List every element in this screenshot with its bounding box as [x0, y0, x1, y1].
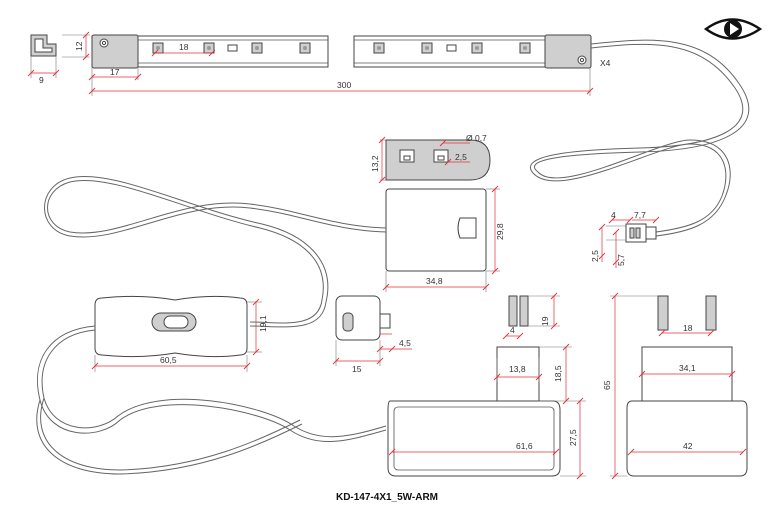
quantity-label: X4 [600, 58, 611, 68]
strip-length-label: 300 [337, 80, 351, 90]
neck-width-label: 13,8 [509, 364, 526, 374]
front-neck-width-label: 34,1 [679, 363, 696, 373]
led-chip [373, 42, 385, 54]
power-adapter-front [610, 292, 748, 480]
led-pitch-label: 18 [179, 42, 189, 52]
hole-diameter-label: Ø 0,7 [466, 133, 487, 143]
connector-block [378, 136, 491, 184]
cap-width-label: 15 [352, 364, 362, 374]
led-chip [299, 42, 311, 54]
neck-height-label: 18,5 [553, 365, 563, 382]
product-code-title: KD-147-4X1_5W-ARM [336, 492, 438, 503]
led-chip [152, 42, 164, 54]
junction-box [382, 185, 500, 292]
cap-tab-label: 4,5 [399, 338, 411, 348]
cap-length-label: 17 [110, 67, 120, 77]
plug-top-a-label: 4 [611, 210, 616, 220]
end-cap [332, 295, 412, 366]
led-chip [421, 42, 433, 54]
plug-top-b-label: 7,7 [634, 210, 646, 220]
led-chip [471, 42, 483, 54]
eye-play-icon [703, 18, 763, 40]
pin-width-label: 4 [510, 325, 515, 335]
box-height-label: 29,8 [495, 223, 505, 240]
strip-end-width-label: 9 [39, 75, 44, 85]
box-width-label: 34,8 [426, 276, 443, 286]
plug-side-b-label: 5,7 [616, 254, 626, 266]
plug-width-label: 2,5 [455, 152, 467, 162]
body-width-label: 61,6 [516, 441, 533, 451]
led-chip [519, 42, 531, 54]
led-chip [251, 42, 263, 54]
switch-height-label: 19,1 [258, 315, 268, 332]
power-adapter-side [387, 292, 586, 480]
body-height-label: 27,5 [568, 429, 578, 446]
front-body-width-label: 42 [683, 441, 693, 451]
block-height-label: 13,2 [370, 155, 380, 172]
pin-height-label: 19 [540, 316, 550, 326]
strip-height-label: 12 [74, 41, 84, 51]
led-strip [88, 34, 594, 96]
strip-end-profile [27, 31, 90, 78]
led-chip [203, 42, 215, 54]
pin-spacing-label: 18 [683, 323, 693, 333]
switch-length-label: 60,5 [160, 355, 177, 365]
inline-switch [91, 295, 262, 372]
plug-side-a-label: 2,5 [590, 250, 600, 262]
total-height-label: 65 [602, 380, 612, 390]
small-plug [598, 216, 660, 268]
